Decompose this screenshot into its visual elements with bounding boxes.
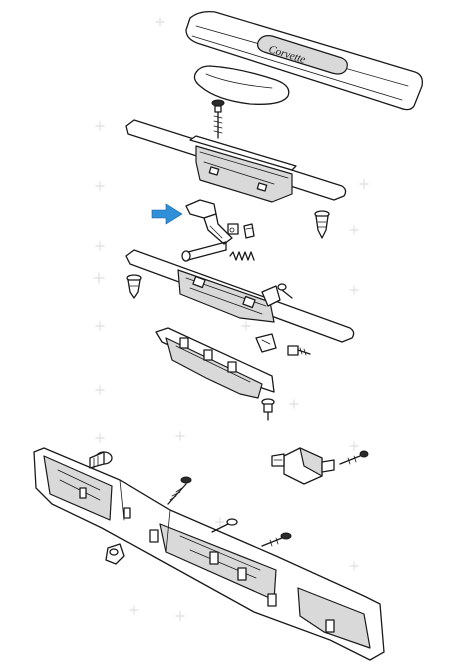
hinge-pin [181, 241, 227, 262]
sill-plate: Corvette [185, 10, 423, 111]
panel-stud-left [89, 451, 113, 469]
housing-screw [211, 99, 225, 139]
panel-bolt-small [211, 518, 238, 533]
nameplate-badge-recess [257, 35, 348, 75]
mounting-bracket [155, 327, 277, 399]
hinge-bracket [185, 199, 255, 245]
push-in-clip-right [314, 210, 330, 239]
release-handle [193, 65, 290, 105]
return-spring [229, 251, 255, 261]
panel-screw-center [167, 476, 192, 505]
ghost-callout-marks [93, 17, 369, 621]
support-rail [125, 249, 355, 343]
highlight-arrow [151, 203, 183, 225]
switch-screw [339, 450, 369, 465]
latch-housing [125, 119, 347, 203]
switch-assembly [271, 447, 335, 485]
base-panel [33, 447, 385, 661]
rail-bolt [277, 283, 293, 299]
bracket-bolt-bottom [261, 398, 275, 421]
bracket-bolt-right [287, 345, 311, 356]
push-in-clip-left [126, 274, 142, 299]
panel-screw-right [261, 532, 292, 547]
panel-retainer [105, 543, 125, 565]
